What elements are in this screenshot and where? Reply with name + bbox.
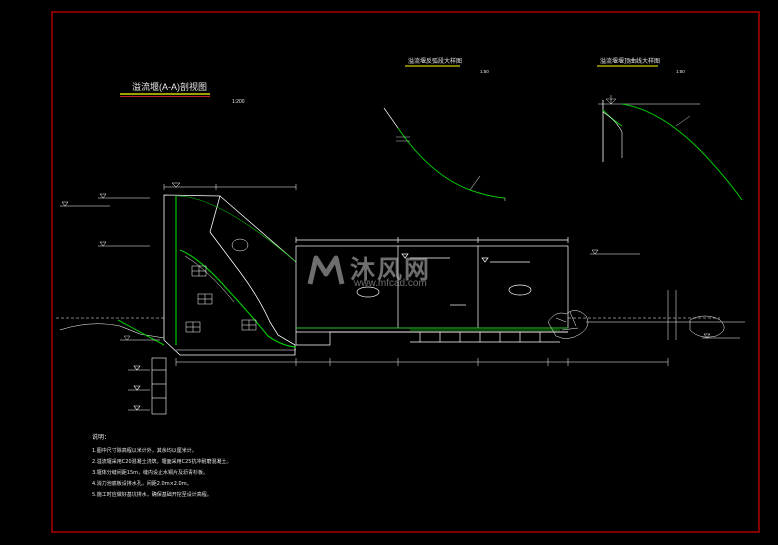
note-item: 5.施工时应做好基坑排水，确保基础开挖至设计高程。 [92, 492, 212, 498]
design-notes: 说明： 1.图中尺寸除高程以米计外，其余均以厘米计。 2.溢流堰采用C20混凝土… [92, 432, 352, 501]
main-title: 溢流堰(A-A)剖视图 [132, 81, 207, 92]
notes-heading: 说明： [92, 434, 111, 441]
detail1-bucket-curve [383, 107, 506, 201]
drawing-frame [51, 11, 760, 533]
watermark-brand: 沐风网 [350, 255, 432, 284]
main-scale: 1:200 [232, 99, 245, 105]
watermark-logo-icon [307, 255, 345, 285]
note-item: 2.溢流堰采用C20混凝土浇筑，堰面采用C25抗冲耐磨混凝土。 [92, 459, 232, 465]
crest-top-dimension [163, 182, 297, 190]
detail1-title: 溢流堰反弧段大样图 [408, 57, 462, 65]
detail2-scale: 1:50 [676, 69, 685, 74]
downstream-riprap [547, 290, 745, 340]
bottom-dimension-chain [175, 349, 669, 366]
watermark: 沐风网 www.mfcad.com [306, 250, 476, 294]
weir-body [163, 194, 297, 356]
note-item: 3.堰体分缝间距15m，缝内设止水铜片及沥青杉板。 [92, 470, 209, 476]
note-item: 4.消力池底板设排水孔，间距2.0m×2.0m。 [92, 481, 192, 487]
detail1-scale: 1:50 [480, 69, 489, 74]
detail2-title: 溢流堰堰顶曲线大样图 [600, 57, 660, 65]
water-level-markers [60, 193, 640, 255]
upstream-ground [56, 317, 165, 346]
watermark-url: www.mfcad.com [354, 278, 427, 289]
foundation-cutoff [128, 357, 167, 415]
basin-green-line [296, 327, 568, 331]
note-item: 1.图中尺寸除高程以米计外，其余均以厘米计。 [92, 448, 197, 454]
detail2-crest-curve [598, 95, 743, 201]
